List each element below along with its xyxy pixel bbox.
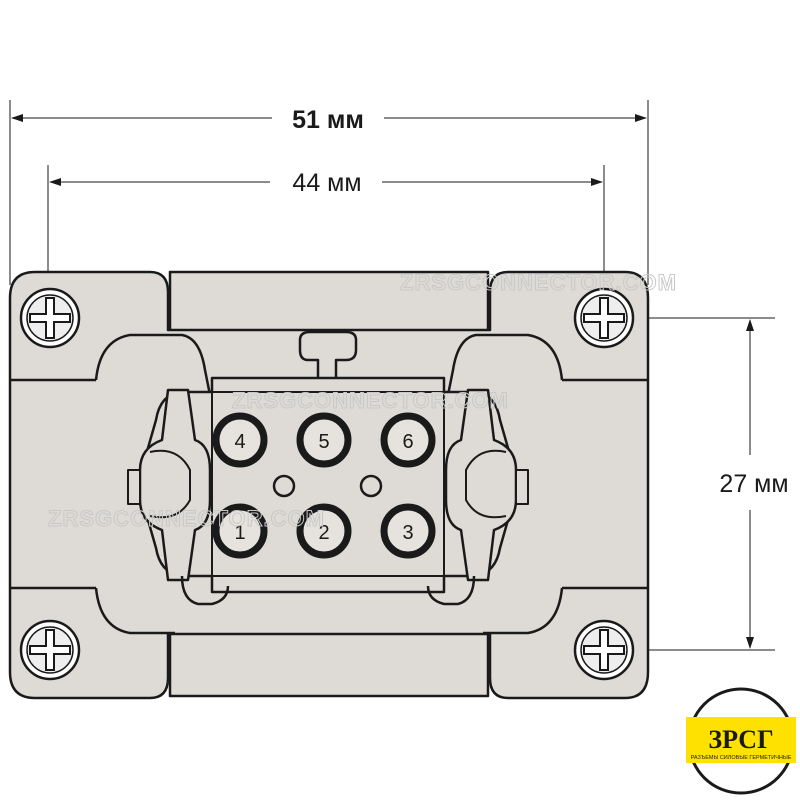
zrsg-logo: ЗРСГ РАЗЪЕМЫ СИЛОВЫЕ ГЕРМЕТИЧНЫЕ xyxy=(686,687,796,795)
watermark-top: ZRSGCONNECTOR.COM xyxy=(400,270,677,295)
pin-4-label: 4 xyxy=(234,431,245,453)
top-center-block xyxy=(168,270,490,334)
logo-subtitle: РАЗЪЕМЫ СИЛОВЫЕ ГЕРМЕТИЧНЫЕ xyxy=(691,755,792,761)
overall-width-label: 51 мм xyxy=(292,106,364,134)
vertical-spacing-label: 27 мм xyxy=(719,470,788,498)
pin-group: 4 5 6 1 2 3 xyxy=(212,412,436,559)
right-latch xyxy=(444,388,518,582)
pin-4: 4 xyxy=(212,412,268,468)
watermark-middle: ZRSGCONNECTOR.COM xyxy=(232,388,509,413)
guide-hole-left xyxy=(272,474,296,498)
screw-bottom-left-icon xyxy=(19,619,81,681)
screw-bottom-right-icon xyxy=(573,619,635,681)
pin-2-label: 2 xyxy=(318,522,329,544)
screw-top-right-icon xyxy=(573,287,635,349)
screws xyxy=(19,287,635,681)
pin-5: 5 xyxy=(296,412,352,468)
logo-text: ЗРСГ xyxy=(708,725,773,754)
dimension-overall-width: 51 мм xyxy=(11,106,647,134)
dimension-screw-spacing: 44 мм xyxy=(49,169,603,197)
screw-top-left-icon xyxy=(19,287,81,349)
pin-6-label: 6 xyxy=(402,431,413,453)
extension-lines xyxy=(9,100,775,651)
left-latch xyxy=(138,388,212,582)
pin-1: 1 xyxy=(212,503,268,559)
key-tab xyxy=(298,330,358,392)
guide-hole-right xyxy=(359,474,383,498)
dimension-vertical-spacing: 27 мм xyxy=(719,319,789,649)
pin-6: 6 xyxy=(380,412,436,468)
pin-5-label: 5 xyxy=(318,431,329,453)
watermarks: ZRSGCONNECTOR.COM ZRSGCONNECTOR.COM ZRSG… xyxy=(48,270,677,532)
pin-2: 2 xyxy=(296,503,352,559)
pin-3-label: 3 xyxy=(402,522,413,544)
pin-1-label: 1 xyxy=(234,522,245,544)
bottom-center-block xyxy=(168,630,490,698)
watermark-bottom: ZRSGCONNECTOR.COM xyxy=(48,506,325,531)
pin-3: 3 xyxy=(380,503,436,559)
screw-spacing-label: 44 мм xyxy=(292,169,361,197)
